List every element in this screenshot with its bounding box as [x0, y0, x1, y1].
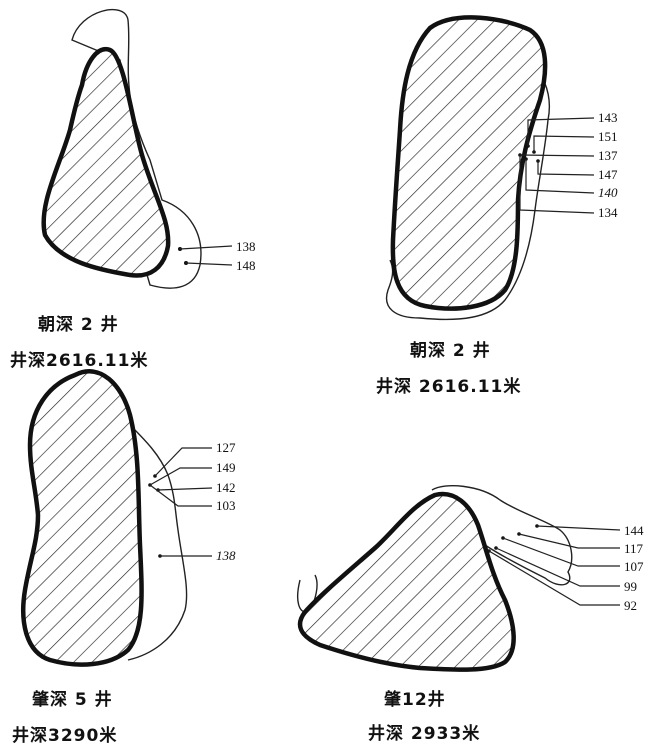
grain-3-point-label: 127	[216, 440, 236, 455]
grain-2-point-label: 140	[598, 185, 618, 200]
grain-2-point-label: 143	[598, 110, 618, 125]
grain-2-point-label: 147	[598, 167, 618, 182]
grain-panel-1: 138 148	[44, 10, 256, 289]
well-name-caption: 肇12井	[384, 685, 446, 710]
grain-panel-3: 127 149 142 103 138	[23, 371, 236, 664]
well-name-caption: 朝深 2 井	[410, 336, 491, 361]
well-depth-caption: 井深 2616.11米	[376, 372, 521, 397]
grain-3-point-label: 103	[216, 498, 236, 513]
grain-1-point-label: 148	[236, 258, 256, 273]
well-depth-caption: 井深3290米	[12, 721, 117, 746]
grain-panel-2: 143 151 137 147 140 134	[387, 17, 618, 319]
grain-4-detrital-core	[300, 494, 514, 670]
grain-3-point-label: 142	[216, 480, 236, 495]
grain-4-point-label: 117	[624, 541, 644, 556]
grain-4-point-label: 107	[624, 559, 644, 574]
well-depth-caption: 井深2616.11米	[10, 346, 148, 371]
grain-4-point-label: 144	[624, 523, 644, 538]
grain-3-point-label: 149	[216, 460, 236, 475]
grain-4-point-label: 99	[624, 579, 637, 594]
well-depth-caption: 井深 2933米	[368, 719, 480, 744]
grain-3-detrital-core	[23, 371, 141, 664]
grain-3-point-label: 138	[216, 548, 236, 563]
grain-panel-4: 144 117 107 99 92	[298, 486, 644, 670]
grain-1-point-label: 138	[236, 239, 256, 254]
grain-1-detrital-core	[44, 49, 169, 275]
grain-4-point-label: 92	[624, 598, 637, 613]
well-name-caption: 肇深 5 井	[32, 685, 113, 710]
grain-2-point-label: 137	[598, 148, 618, 163]
grain-2-point-label: 134	[598, 205, 618, 220]
well-name-caption: 朝深 2 井	[38, 310, 119, 335]
grain-2-point-label: 151	[598, 129, 618, 144]
